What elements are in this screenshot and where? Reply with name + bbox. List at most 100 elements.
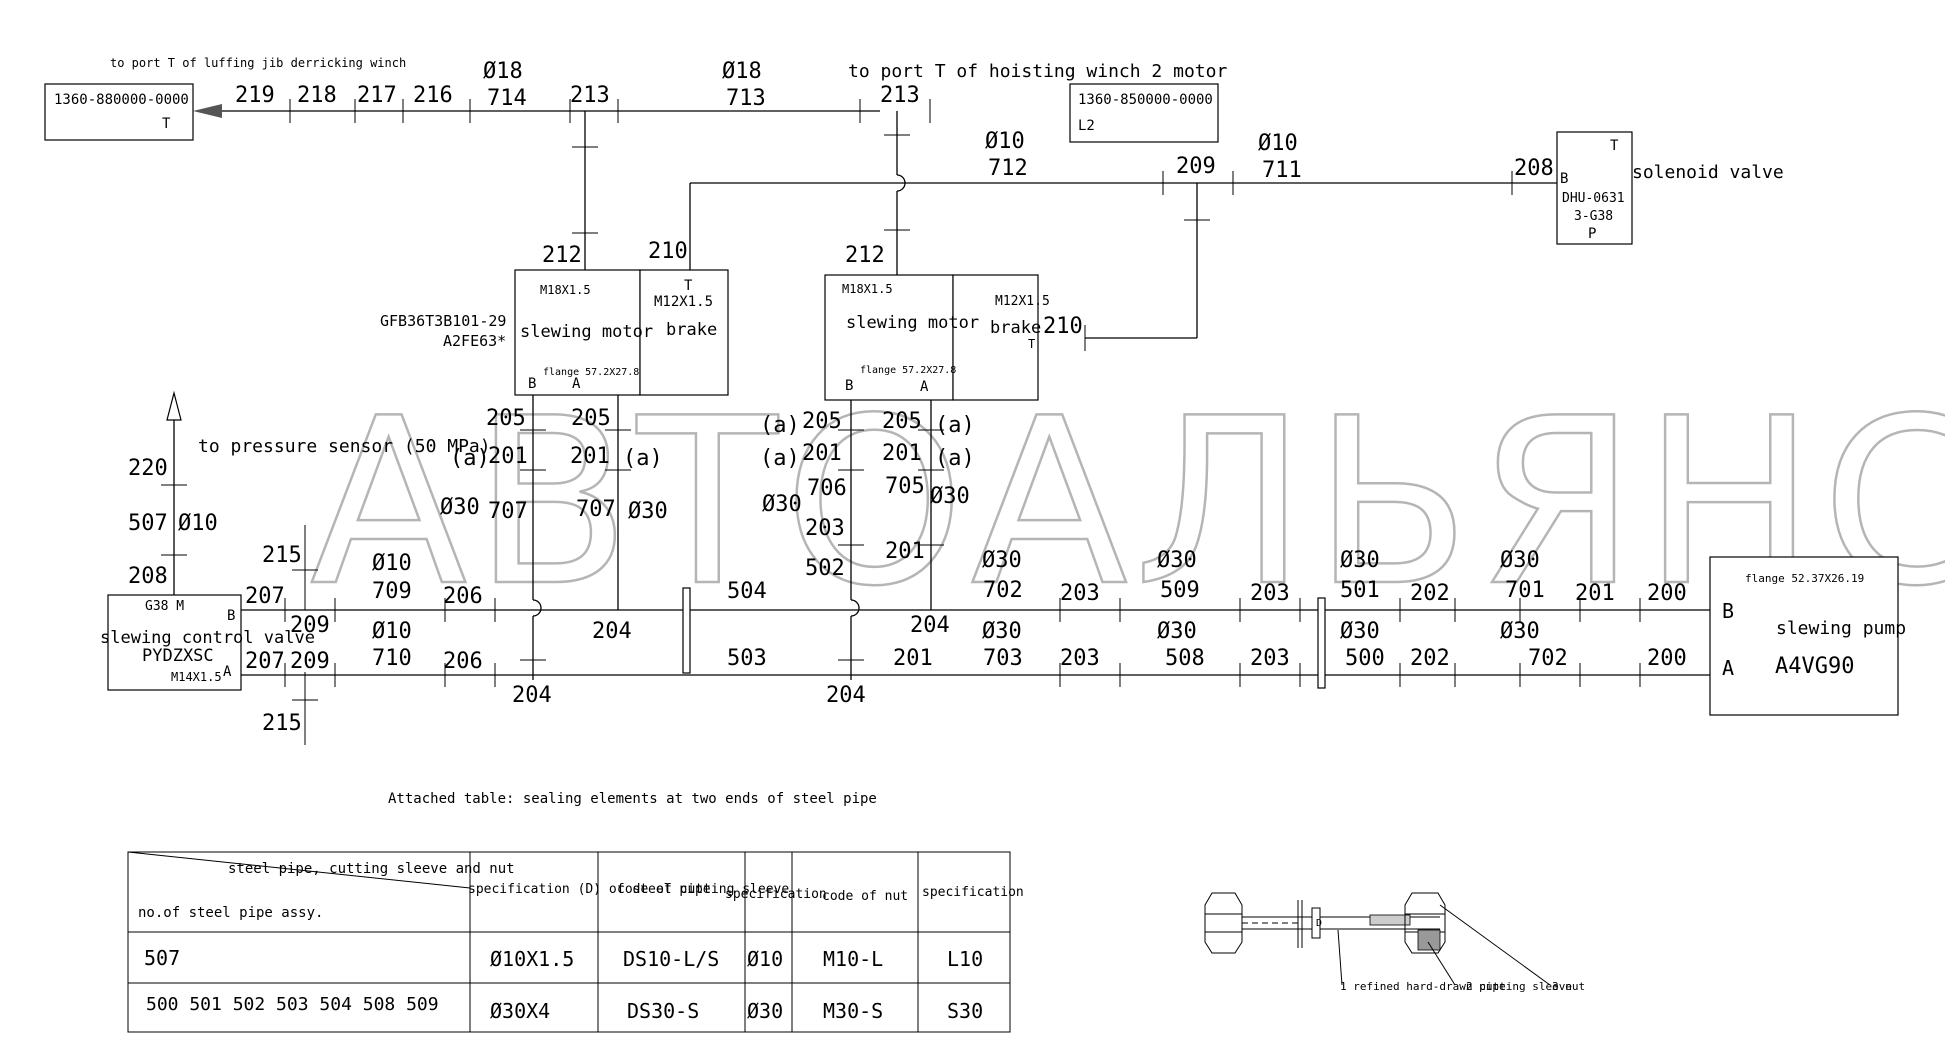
line-label: Ø30 xyxy=(762,492,802,517)
line-label: 714 xyxy=(487,86,527,111)
line-label: 207 xyxy=(245,649,285,674)
line-label: Ø30 xyxy=(440,495,480,520)
line-label: Ø30 xyxy=(930,484,970,509)
pump-flange: flange 52.37X26.19 xyxy=(1745,572,1864,585)
line-label: 212 xyxy=(845,243,885,268)
pump-port-b: B xyxy=(1722,599,1734,623)
table-header: code of nut xyxy=(822,889,908,904)
line-label: 706 xyxy=(807,476,847,501)
line-label: Ø30 xyxy=(1157,548,1197,573)
table-cell: Ø30X4 xyxy=(490,999,550,1023)
line-label: 206 xyxy=(443,584,483,609)
hoist-box-port: L2 xyxy=(1078,118,1095,134)
line-label: 204 xyxy=(826,683,866,708)
table-cell: 507 xyxy=(144,946,180,970)
line-label: 209 xyxy=(1176,154,1216,179)
line-label: 202 xyxy=(1410,581,1450,606)
table-cell: 500 501 502 503 504 508 509 xyxy=(146,994,439,1015)
line-label: 204 xyxy=(910,613,950,638)
line-label: 200 xyxy=(1647,581,1687,606)
line-label: 207 xyxy=(245,584,285,609)
line-label: 213 xyxy=(880,83,920,108)
slewing-control-valve: G38 M B slewing control valve PYDZXSC A … xyxy=(100,594,315,691)
table-cell: DS10-L/S xyxy=(623,947,719,971)
motor2-brake-t: T xyxy=(1028,337,1035,351)
top-return-line xyxy=(193,99,931,275)
motor1-port-a: A xyxy=(572,376,581,392)
motor2-flange: flange 57.2X27.8 xyxy=(860,365,956,376)
line-label: 218 xyxy=(297,83,337,108)
line-label: 209 xyxy=(290,649,330,674)
detail-d-mark: D xyxy=(1316,918,1322,929)
valve-port-a: A xyxy=(223,664,232,680)
line-label: (a) xyxy=(450,446,490,471)
table-caption: Attached table: sealing elements at two … xyxy=(388,791,877,807)
motor2-port-a: A xyxy=(920,379,929,395)
motor1-label: slewing motor xyxy=(520,322,653,342)
line-label: 712 xyxy=(988,156,1028,181)
line-label: 500 xyxy=(1345,646,1385,671)
line-label: 711 xyxy=(1262,158,1302,183)
line-label: 205 xyxy=(486,406,526,431)
line-label: (a) xyxy=(935,446,975,471)
hoist-box-code: 1360-850000-0000 xyxy=(1078,92,1213,108)
valve-model: PYDZXSC xyxy=(142,646,214,666)
line-label: 216 xyxy=(413,83,453,108)
pump-port-a: A xyxy=(1722,656,1734,680)
motor1-model1: GFB36T3B101-29 xyxy=(380,312,506,330)
line-label: 210 xyxy=(1043,314,1083,339)
line-label: 503 xyxy=(727,646,767,671)
motor2-brake-label: brake xyxy=(990,318,1041,338)
line-label: 504 xyxy=(727,579,767,604)
line-label: Ø30 xyxy=(1157,619,1197,644)
line-label: Ø10 xyxy=(372,551,412,576)
line-label: 509 xyxy=(1160,578,1200,603)
line-label: 702 xyxy=(983,578,1023,603)
solenoid-caption: solenoid valve xyxy=(1632,162,1784,183)
table-cell: L10 xyxy=(947,947,983,971)
line-label: 205 xyxy=(802,409,842,434)
line-label: 203 xyxy=(1250,646,1290,671)
line-label: 209 xyxy=(290,613,330,638)
line-label: 201 xyxy=(488,444,528,469)
valve-port-b: B xyxy=(227,608,235,624)
hoist-box-caption: to port T of hoisting winch 2 motor xyxy=(848,61,1227,82)
line-label: 217 xyxy=(357,83,397,108)
motor1-brake-thread: M12X1.5 xyxy=(654,294,713,310)
table-corner-bottom: no.of steel pipe assy. xyxy=(138,905,323,921)
line-label: Ø30 xyxy=(1340,619,1380,644)
solenoid-port-t: T xyxy=(1610,138,1619,154)
table-cell: DS30-S xyxy=(627,999,699,1023)
line-label: 220 xyxy=(128,456,168,481)
pressure-sensor-label: to pressure sensor (50 MPa) xyxy=(198,436,491,457)
motor2-brake-thread: M12X1.5 xyxy=(995,294,1050,309)
line-label: 201 xyxy=(885,539,925,564)
pressure-sensor-line: to pressure sensor (50 MPa) 220 507 Ø10 … xyxy=(128,390,491,745)
table-cell: Ø10 xyxy=(747,947,783,971)
line-label: 701 xyxy=(1505,578,1545,603)
motor1-brake-t: T xyxy=(684,278,693,294)
table-cell: Ø10X1.5 xyxy=(490,947,574,971)
line-label: (a) xyxy=(935,413,975,438)
detail-label-nut: 3 nut xyxy=(1552,980,1585,993)
hoist-box: 1360-850000-0000 L2 to port T of hoistin… xyxy=(848,61,1227,143)
line-label: 205 xyxy=(571,406,611,431)
table-cell: S30 xyxy=(947,999,983,1023)
line-label: Ø30 xyxy=(982,548,1022,573)
table-header: specification (D) of steel pipe xyxy=(468,882,711,897)
motor-side-labels: 212 210 212 210 xyxy=(542,239,1083,339)
motor-vertical-lines xyxy=(520,395,944,680)
b-line-labels: 207 209 Ø10 709 206 204 504 204 Ø30 702 … xyxy=(245,548,1687,644)
motor1-thread: M18X1.5 xyxy=(540,283,591,297)
mid-row-labels: Ø10 712 209 Ø10 711 208 xyxy=(985,129,1554,183)
line-label: 219 xyxy=(235,83,275,108)
line-label: Ø30 xyxy=(1500,619,1540,644)
valve-top: G38 M xyxy=(145,599,184,614)
sealing-table: steel pipe, cutting sleeve and nut no.of… xyxy=(127,851,1024,1033)
line-label: 502 xyxy=(805,556,845,581)
left-box-caption: to port T of luffing jib derricking winc… xyxy=(110,56,406,70)
line-label: 507 xyxy=(128,511,168,536)
solenoid-port-p: P xyxy=(1588,226,1596,242)
line-label: 201 xyxy=(1575,581,1615,606)
